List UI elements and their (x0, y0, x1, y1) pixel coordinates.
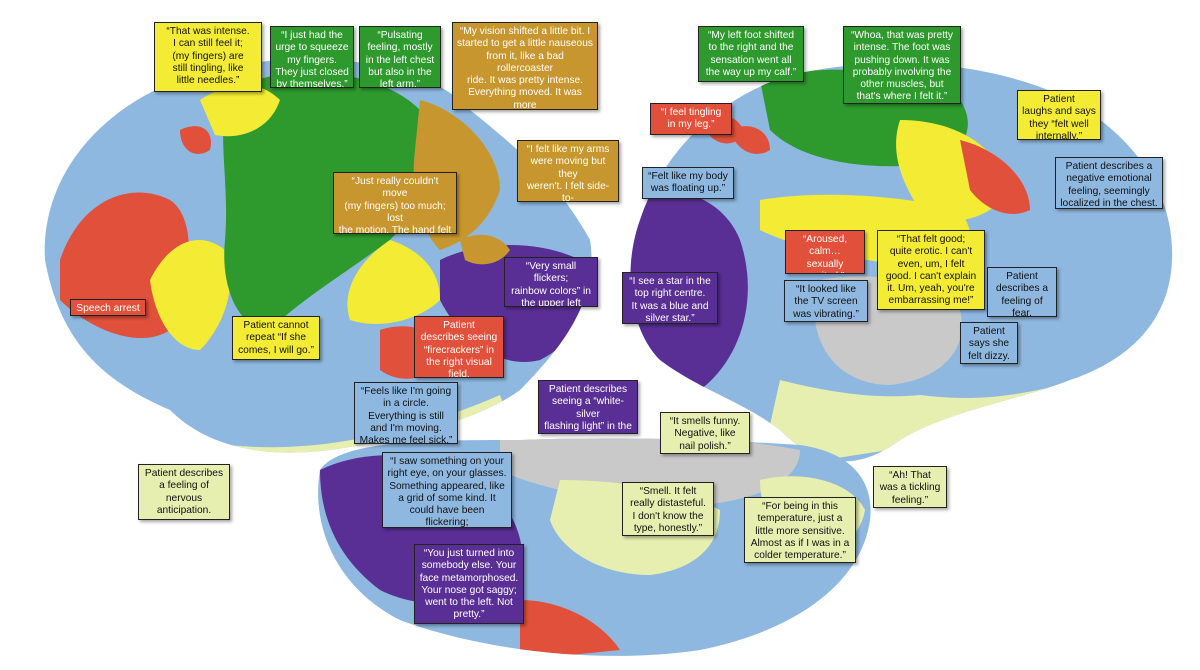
callout-firecrackers: Patient describes seeing “firecrackers” … (414, 316, 504, 378)
callout-nervous-anticipation: Patient describes a feeling of nervous a… (138, 464, 230, 520)
callout-going-in-circle: “Feels like I'm going in a circle. Every… (354, 382, 458, 444)
callout-vision-shifted: “My vision shifted a little bit. I start… (452, 22, 598, 110)
callout-body-floating: “Felt like my body was floating up.” (642, 167, 734, 199)
callout-cannot-repeat: Patient cannot repeat “If she comes, I w… (232, 316, 320, 360)
callout-white-silver-light: Patient describes seeing a “white-silver… (538, 380, 638, 434)
callout-tingling-leg: “I feel tingling in my leg.” (650, 103, 732, 135)
callout-couldnt-move: “Just really couldn't move (my fingers) … (333, 172, 457, 234)
callout-felt-well: Patient laughs and says they “felt well … (1017, 90, 1101, 140)
callout-tickling-feeling: “Ah! That was a tickling feeling.” (873, 466, 947, 508)
callout-negative-emotional: Patient describes a negative emotional f… (1055, 157, 1163, 209)
callout-that-was-intense: “That was intense. I can still feel it; … (154, 22, 262, 92)
callout-tv-screen: “It looked like the TV screen was vibrat… (784, 280, 868, 322)
callout-something-right-eye: “I saw something on your right eye, on y… (382, 452, 512, 528)
callout-whoa-intense: “Whoa, that was pretty intense. The foot… (843, 26, 961, 104)
callout-colder-temperature: “For being in this temperature, just a l… (744, 497, 856, 563)
callout-pulsating-feeling: “Pulsating feeling, mostly in the left c… (359, 26, 441, 88)
callout-star-top-right: “I see a star in the top right centre. I… (622, 272, 718, 324)
callout-smells-funny: “It smells funny. Negative, like nail po… (660, 412, 750, 454)
callout-turned-into-somebody: “You just turned into somebody else. You… (414, 544, 524, 624)
callout-smell-distasteful: “Smell. It felt really distasteful. I do… (622, 482, 714, 536)
callout-aroused-calm: “Aroused, calm… sexually excited.” (785, 230, 865, 274)
callout-small-flickers: “Very small flickers; rainbow colors” in… (504, 257, 598, 307)
callout-felt-dizzy: Patient says she felt dizzy. (960, 322, 1018, 364)
callout-felt-good: “That felt good; quite erotic. I can't e… (877, 230, 985, 310)
callout-feeling-of-fear: Patient describes a feeling of fear. (987, 267, 1057, 317)
callout-urge-to-squeeze: “I just had the urge to squeeze my finge… (270, 26, 354, 88)
callout-speech-arrest: Speech arrest (70, 299, 146, 316)
callout-arms-moving: “I felt like my arms were moving but the… (517, 140, 619, 202)
callout-left-foot-shifted: “My left foot shifted to the right and t… (698, 26, 804, 82)
